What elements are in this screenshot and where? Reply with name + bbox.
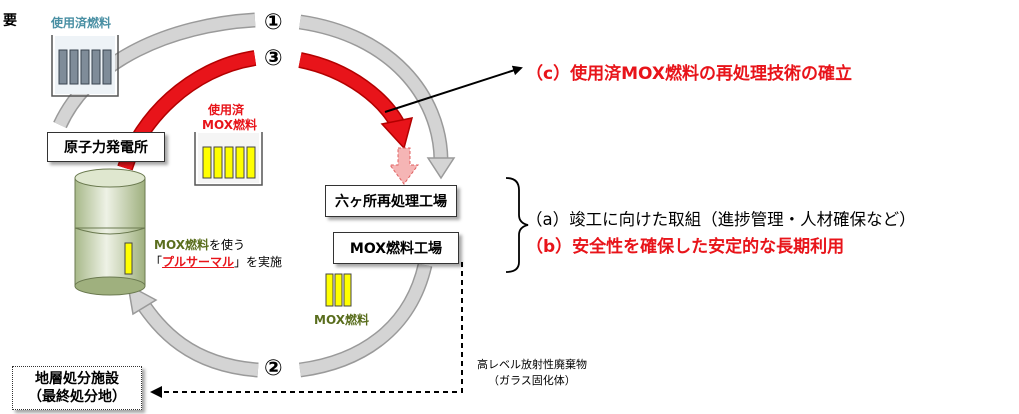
pluthermal-word: プルサーマル — [162, 255, 235, 269]
task-b-text: （b）安全性を確保した安定的な長期利用 — [526, 237, 845, 257]
task-a-text: （a）竣工に向けた取組（進捗管理・人材確保など） — [526, 210, 916, 229]
red-cycle-arrows — [117, 50, 419, 185]
step-number-three: ③ — [264, 46, 283, 71]
pluthermal-note-line2: 「プルサーマル」を実施 — [150, 253, 282, 270]
pluthermal-note-line1: MOX燃料を使う — [154, 236, 245, 253]
pluthermal-use: を使う — [208, 238, 245, 252]
spent-fuel-label: 使用済燃料 — [51, 16, 112, 30]
waste-dashed-path — [150, 262, 463, 398]
geological-disposal-box: 地層処分施設 （最終処分地） — [12, 366, 142, 410]
nuclear-plant-box: 原子力発電所 — [47, 132, 165, 162]
pluthermal-mox: MOX燃料 — [154, 238, 209, 252]
spent-mox-label-line2: MOX燃料 — [202, 118, 257, 132]
mox-fuel-rods-icon — [325, 273, 352, 307]
step-number-one: ① — [264, 10, 283, 35]
gray-cycle-arrows — [53, 12, 456, 378]
pluthermal-quote-open: 「 — [150, 255, 163, 269]
spent-mox-rack-icon — [194, 132, 263, 186]
hlw-label-line2: （ガラス固化体） — [488, 374, 576, 387]
pluthermal-quote-close: 」を実施 — [234, 255, 283, 269]
bracket — [505, 177, 529, 273]
mox-fuel-label: MOX燃料 — [314, 313, 369, 327]
spent-fuel-rack-icon — [51, 35, 119, 97]
hlw-label-line1: 高レベル放射性廃棄物 — [477, 358, 587, 371]
rokkasho-reprocessing-box: 六ヶ所再処理工場 — [325, 185, 457, 217]
corner-mark: 要 — [3, 13, 17, 29]
task-c-text: （c）使用済MOX燃料の再処理技術の確立 — [526, 64, 852, 84]
mox-fuel-plant-box: MOX燃料工場 — [333, 232, 459, 264]
spent-mox-label-line1: 使用済 — [208, 103, 245, 117]
callout-arrow-c — [384, 65, 523, 113]
step-number-two: ② — [264, 356, 283, 381]
disposal-line2: （最終処分地） — [28, 389, 126, 405]
reactor-building-icon — [74, 168, 146, 296]
disposal-line1: 地層処分施設 — [35, 371, 119, 387]
